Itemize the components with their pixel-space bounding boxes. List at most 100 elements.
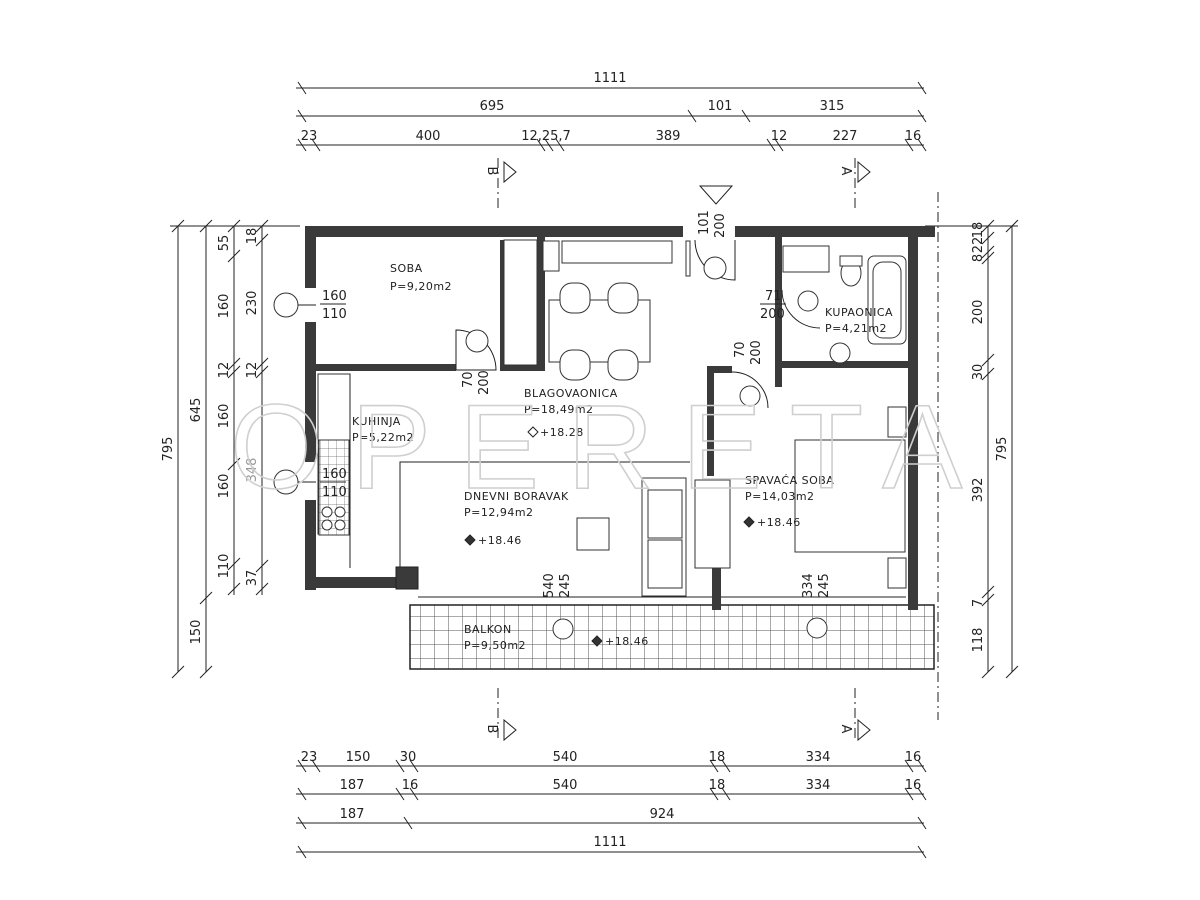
svg-text:18: 18 <box>709 750 726 765</box>
svg-text:245: 245 <box>558 573 573 598</box>
dim-left-645: 645 <box>189 398 204 423</box>
dim-left-55: 55 <box>217 235 232 252</box>
dim-right-118: 118 <box>971 628 986 653</box>
section-b-bottom: B <box>484 725 499 734</box>
svg-text:200: 200 <box>749 340 764 365</box>
room-kup-name: KUPAONICA <box>825 306 893 319</box>
svg-text:924: 924 <box>650 807 675 822</box>
dim-top-12-25-7: 12,25,7 <box>521 129 571 144</box>
bottom-dimensions: 23 150 30 540 18 334 16 187 16 540 18 33… <box>296 750 927 859</box>
room-blag-area: P=18,49m2 <box>524 403 594 416</box>
room-labels: SOBA P=9,20m2 BLAGOVAONICA P=18,49m2 +18… <box>352 262 893 652</box>
dim-right-8: 8 <box>971 254 986 262</box>
svg-text:334: 334 <box>801 573 816 598</box>
top-dimensions: 1111 695 101 315 23 400 12,25,7 389 12 2… <box>296 71 927 152</box>
dim-left-37: 37 <box>245 570 260 587</box>
svg-text:18: 18 <box>709 778 726 793</box>
watermark-text: OPERETA <box>230 380 991 514</box>
room-kuh-area: P=5,22m2 <box>352 431 414 444</box>
svg-text:160: 160 <box>322 289 347 304</box>
dim-right-18: 18 <box>971 222 986 239</box>
svg-text:110: 110 <box>322 307 347 322</box>
room-dnevni-level: +18.46 <box>478 534 522 547</box>
dim-left-150: 150 <box>189 620 204 645</box>
svg-text:540: 540 <box>542 573 557 598</box>
room-dnevni-name: DNEVNI BORAVAK <box>464 490 569 503</box>
svg-text:200: 200 <box>713 213 728 238</box>
dim-left-12: 12 <box>217 362 232 379</box>
svg-text:245: 245 <box>817 573 832 598</box>
dim-left-110: 110 <box>217 554 232 579</box>
dim-left-348: 348 <box>245 458 260 483</box>
bed <box>794 439 906 553</box>
dim-top-400: 400 <box>416 129 441 144</box>
svg-text:200: 200 <box>477 370 492 395</box>
svg-text:101: 101 <box>697 210 712 235</box>
svg-text:150: 150 <box>346 750 371 765</box>
room-soba-area: P=9,20m2 <box>390 280 452 293</box>
dim-left-18: 18 <box>245 228 260 245</box>
left-dimensions: 795 645 150 55 160 12 160 160 110 18 230… <box>161 219 300 679</box>
svg-text:16: 16 <box>402 778 419 793</box>
svg-text:334: 334 <box>806 778 831 793</box>
svg-text:540: 540 <box>553 750 578 765</box>
svg-text:70: 70 <box>733 341 748 358</box>
sink <box>829 342 851 364</box>
room-kuh-name: KUHINJA <box>352 415 401 428</box>
dim-left-795: 795 <box>161 437 176 462</box>
svg-text:23: 23 <box>301 750 318 765</box>
level-icons <box>464 426 755 647</box>
room-dnevni-area: P=12,94m2 <box>464 506 534 519</box>
svg-text:110: 110 <box>322 485 347 500</box>
walls <box>305 226 935 610</box>
dim-top-315: 315 <box>820 99 845 114</box>
dim-left-230: 230 <box>245 291 260 316</box>
section-a-bottom: A <box>838 725 853 734</box>
room-spav-level: +18.46 <box>757 516 801 529</box>
svg-text:187: 187 <box>340 807 365 822</box>
section-markers-bottom: B A <box>484 688 871 742</box>
room-spav-name: SPAVAĆA SOBA <box>745 474 834 487</box>
svg-text:16: 16 <box>905 778 922 793</box>
dim-right-392: 392 <box>971 478 986 503</box>
room-blag-level: +18.28 <box>540 426 584 439</box>
room-balkon-name: BALKON <box>464 623 512 636</box>
dim-right-30: 30 <box>971 364 986 381</box>
opening-labels: 160 110 160 110 70 200 71 200 70 200 101… <box>320 210 832 598</box>
dim-top-101: 101 <box>708 99 733 114</box>
dim-right-7: 7 <box>971 599 986 607</box>
svg-text:1111: 1111 <box>593 835 626 850</box>
right-dimensions: 8 22 18 200 30 392 7 118 795 <box>925 192 1019 720</box>
dim-top-16: 16 <box>905 129 922 144</box>
dim-top-389: 389 <box>656 129 681 144</box>
dim-left-160b: 160 <box>217 404 232 429</box>
dim-left-160a: 160 <box>217 294 232 319</box>
room-balkon-area: P=9,50m2 <box>464 639 526 652</box>
balcony-tiles <box>409 604 935 670</box>
dim-top-total: 1111 <box>593 71 626 86</box>
dim-left-12b: 12 <box>245 362 260 379</box>
svg-text:540: 540 <box>553 778 578 793</box>
section-b-top: B <box>484 167 499 176</box>
section-markers-top: B A <box>484 158 871 210</box>
dim-right-200: 200 <box>971 300 986 325</box>
svg-text:70: 70 <box>461 371 476 388</box>
living-outline <box>349 374 906 598</box>
coffee-table <box>576 517 610 551</box>
svg-text:187: 187 <box>340 778 365 793</box>
svg-text:200: 200 <box>760 307 785 322</box>
fixtures <box>317 239 907 597</box>
dim-top-695: 695 <box>480 99 505 114</box>
svg-text:16: 16 <box>905 750 922 765</box>
dim-right-22: 22 <box>971 237 986 254</box>
svg-text:30: 30 <box>400 750 417 765</box>
room-spav-area: P=14,03m2 <box>745 490 815 503</box>
room-blag-name: BLAGOVAONICA <box>524 387 618 400</box>
section-a-top: A <box>838 167 853 176</box>
room-kup-area: P=4,21m2 <box>825 322 887 335</box>
svg-text:160: 160 <box>322 467 347 482</box>
dim-top-227: 227 <box>833 129 858 144</box>
dim-left-160c: 160 <box>217 474 232 499</box>
svg-text:334: 334 <box>806 750 831 765</box>
